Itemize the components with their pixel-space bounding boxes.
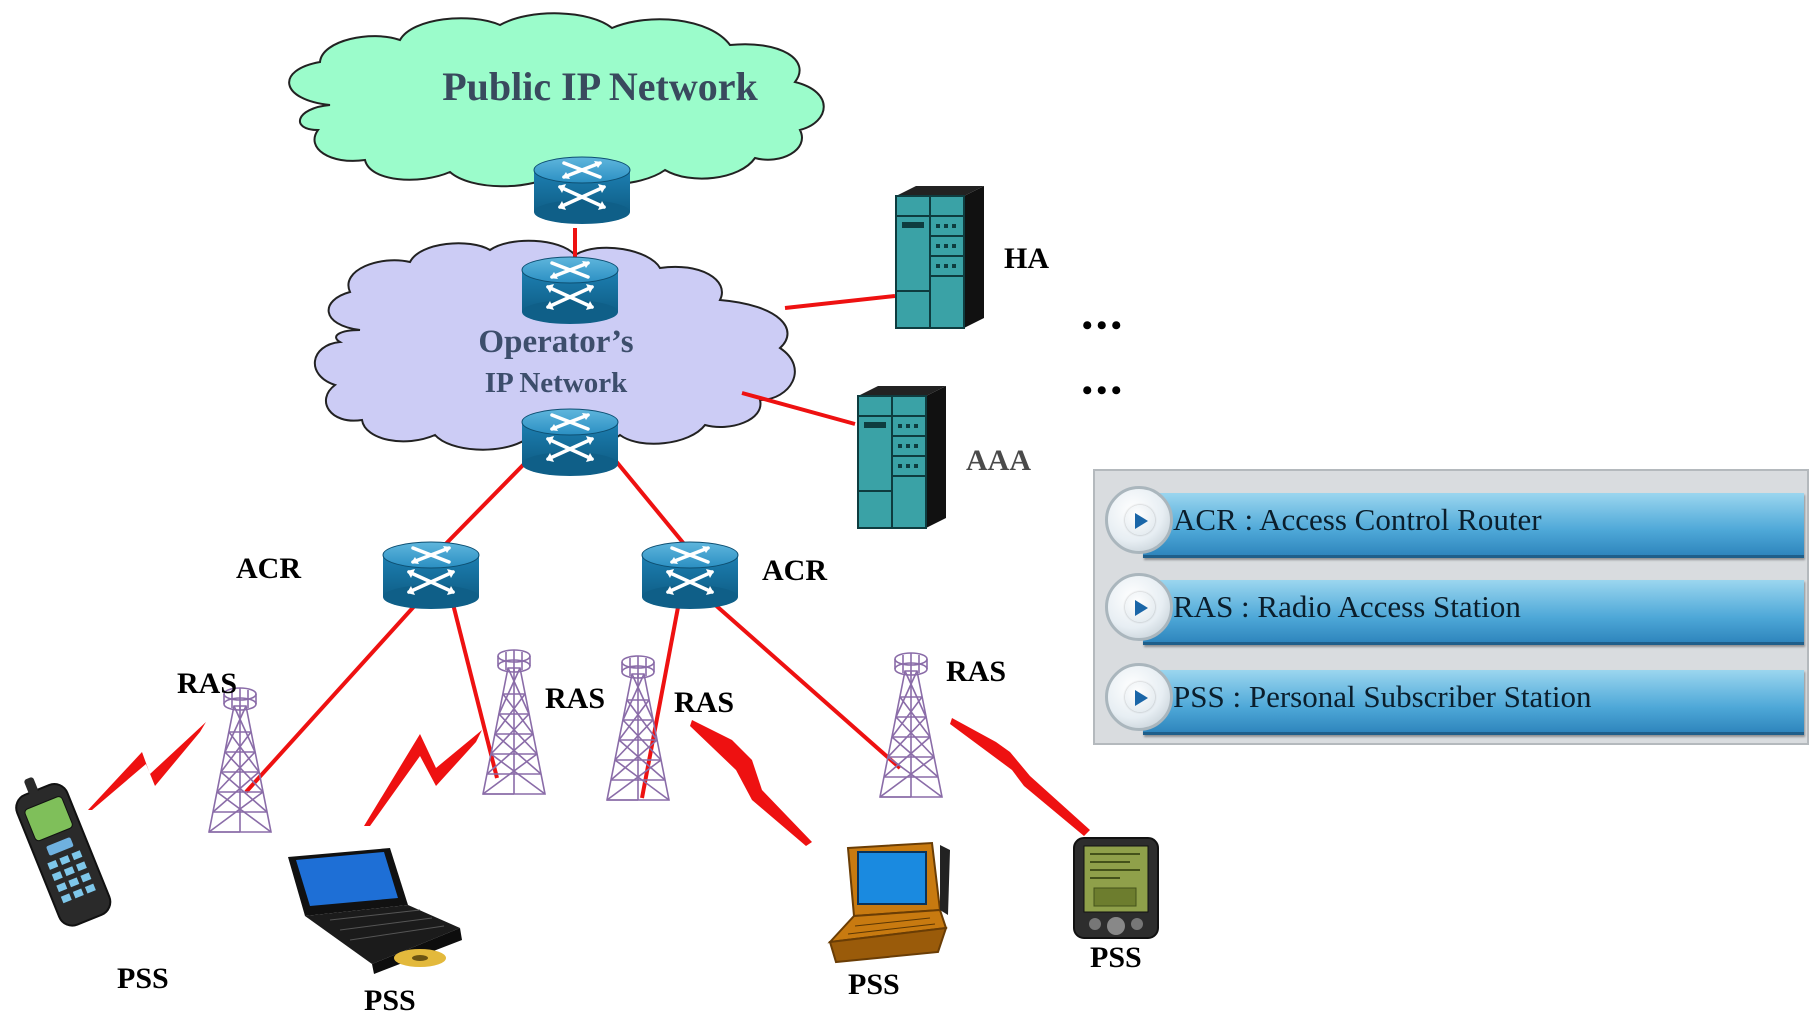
ha-server — [895, 185, 985, 329]
legend-text-pss: PSS : Personal Subscriber Station — [1173, 679, 1592, 714]
wireless-link-3 — [690, 720, 812, 846]
pss-label-phone: PSS — [117, 962, 169, 995]
legend-text-ras: RAS : Radio Access Station — [1173, 589, 1521, 624]
ras-label-2: RAS — [545, 682, 605, 715]
ras-label-4: RAS — [946, 655, 1006, 688]
wireless-links — [88, 718, 1090, 846]
play-bullet-icon — [1105, 663, 1173, 731]
ras-tower-1 — [208, 687, 272, 833]
acr-right-router — [640, 540, 740, 611]
link-operator-to-aaa — [741, 391, 856, 426]
operator-cloud-line2: IP Network — [485, 367, 628, 399]
play-bullet-icon — [1105, 573, 1173, 641]
ras-label-3: RAS — [674, 686, 734, 719]
legend-item-acr: ACR : Access Control Router — [1105, 485, 1808, 558]
ellipsis-row-1: ••• — [1082, 309, 1126, 342]
link-operator-to-ha — [784, 294, 896, 310]
legend-item-pss: PSS : Personal Subscriber Station — [1105, 662, 1808, 735]
pss-label-laptop-black: PSS — [364, 984, 416, 1015]
legend-panel: ACR : Access Control Router RAS : Radio … — [1093, 469, 1809, 745]
public-network-router — [532, 155, 632, 226]
legend-item-ras: RAS : Radio Access Station — [1105, 572, 1808, 645]
operator-upper-router — [520, 255, 620, 326]
link-acr-left-to-ras1 — [244, 600, 420, 794]
ras-tower-3 — [606, 655, 670, 801]
operator-lower-router — [520, 407, 620, 478]
wireless-link-1 — [88, 722, 206, 810]
acr-left-router — [381, 540, 481, 611]
mobile-phone-icon — [15, 777, 112, 927]
ras-label-1: RAS — [177, 667, 237, 700]
play-bullet-icon — [1105, 486, 1173, 554]
legend-text-acr: ACR : Access Control Router — [1173, 502, 1542, 537]
aaa-server — [857, 385, 947, 529]
operator-cloud-line1: Operator’s — [478, 324, 633, 360]
ras-tower-4 — [879, 652, 943, 798]
link-router-to-acr-right — [613, 458, 696, 558]
pss-label-pda: PSS — [1090, 941, 1142, 974]
wireless-link-4 — [950, 718, 1090, 836]
public-ip-network-label: Public IP Network — [442, 64, 758, 109]
ellipsis-row-2: ••• — [1082, 374, 1126, 407]
link-acr-left-to-ras2 — [451, 603, 499, 779]
acr-left-label: ACR — [236, 552, 301, 585]
pss-label-laptop-orange: PSS — [848, 968, 900, 1001]
wireless-link-2 — [364, 730, 482, 826]
laptop-orange-icon — [827, 841, 950, 964]
ha-label: HA — [1004, 242, 1049, 275]
pda-icon — [1073, 837, 1159, 939]
link-acr-right-to-ras4 — [710, 600, 902, 770]
laptop-black-icon — [288, 848, 462, 974]
ras-tower-2 — [482, 649, 546, 795]
aaa-label: AAA — [966, 444, 1031, 477]
public-ip-network-cloud — [288, 12, 825, 188]
acr-right-label: ACR — [762, 554, 827, 587]
